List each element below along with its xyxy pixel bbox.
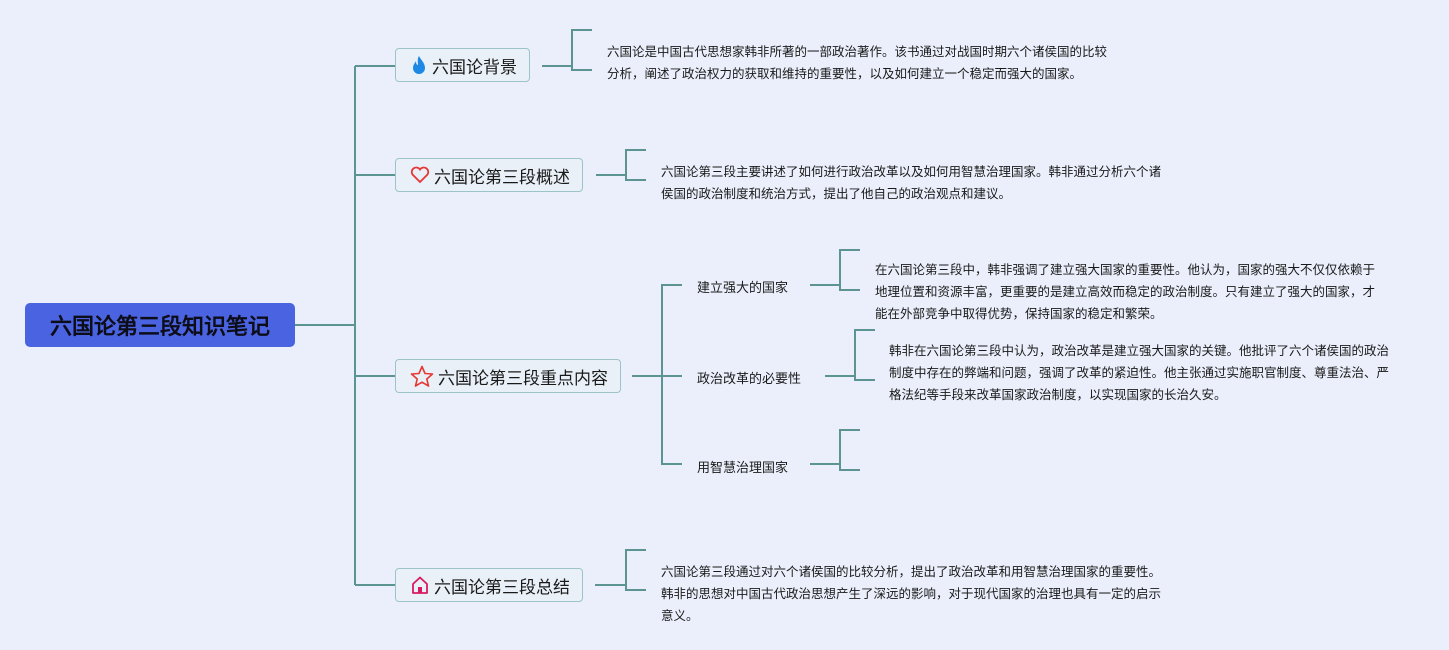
heart-icon	[410, 166, 430, 184]
branch-overview[interactable]: 六国论第三段概述	[395, 158, 583, 192]
note-background: 六国论是中国古代思想家韩非所著的一部政治著作。该书通过对战国时期六个诸侯国的比较…	[607, 44, 1108, 81]
branch-label: 六国论第三段总结	[434, 577, 570, 598]
branch-background[interactable]: 六国论背景	[395, 48, 530, 82]
note-political-reform: 韩非在六国论第三段中认为，政治改革是建立强大国家的关键。他批评了六个诸侯国的政治…	[889, 343, 1390, 402]
star-icon	[410, 365, 434, 387]
branch-key-content[interactable]: 六国论第三段重点内容	[395, 359, 621, 393]
subtopic-build-strong-state[interactable]: 建立强大的国家	[697, 281, 789, 296]
subtopic-political-reform[interactable]: 政治改革的必要性	[697, 372, 802, 387]
branch-label: 六国论背景	[432, 57, 517, 78]
home-icon	[412, 576, 428, 594]
note-summary: 六国论第三段通过对六个诸侯国的比较分析，提出了政治改革和用智慧治理国家的重要性。…	[661, 564, 1162, 623]
flame-icon	[413, 56, 425, 74]
root-node[interactable]: 六国论第三段知识笔记	[25, 303, 295, 347]
branch-label: 六国论第三段概述	[434, 167, 570, 188]
note-build-strong-state: 在六国论第三段中，韩非强调了建立强大国家的重要性。他认为，国家的强大不仅仅依赖于…	[875, 262, 1376, 321]
branch-summary[interactable]: 六国论第三段总结	[395, 568, 583, 602]
branch-label: 六国论第三段重点内容	[438, 368, 608, 389]
subtopic-govern-with-wisdom[interactable]: 用智慧治理国家	[697, 461, 789, 476]
note-overview: 六国论第三段主要讲述了如何进行政治改革以及如何用智慧治理国家。韩非通过分析六个诸…	[661, 164, 1162, 201]
